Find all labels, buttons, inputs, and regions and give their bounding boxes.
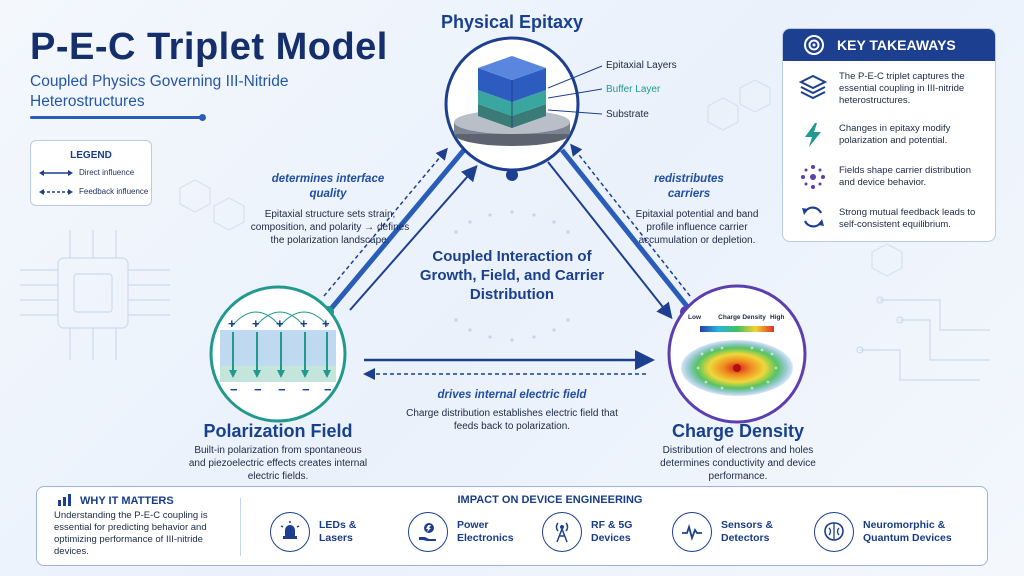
takeaway-3: Fields shape carrier distribution and de… [839,165,972,188]
epitaxy-circle [444,36,580,172]
edge-right-feedback [570,143,691,297]
epitaxy-node-dot [506,169,518,181]
scale-high-label: High [770,314,785,321]
layer-label-epitaxial: Epitaxial Layers [606,60,677,71]
polarization-circle: +++++ −−−−− [209,285,347,423]
legend-feedback-label: Feedback influence [79,187,149,196]
edge-epitaxy-charge [560,148,692,312]
bar-chart-icon [58,494,71,506]
center-caption: Coupled Interaction of Growth, Field, an… [419,248,605,303]
page-subtitle: Coupled Physics Governing III-Nitride He… [30,73,289,110]
right-edge-label: redistributes carriers [654,173,724,200]
antenna-icon [542,512,582,552]
sensor-icon [672,512,712,552]
takeaway-4: Strong mutual feedback leads to self-con… [839,207,976,230]
svg-text:−: − [230,382,238,397]
bottom-edge-label: drives internal electric field [437,389,587,401]
takeaway-1: The P-E-C triplet captures the essential… [839,71,965,106]
epitaxy-title: Physical Epitaxy [440,12,584,32]
takeaway-2: Changes in epitaxy modify polarization a… [839,123,951,146]
impact-item-rf: RF & 5G Devices [542,508,651,556]
power-hand-icon [408,512,448,552]
impact-label-power: Power Electronics [457,519,514,544]
legend-feedback: Feedback influence [39,187,148,196]
svg-text:+: + [252,316,260,331]
edge-left-feedback [323,147,448,297]
lightning-icon [805,123,821,147]
legend-direct: Direct influence [39,168,134,177]
impact-label-sensors: Sensors & Detectors [721,519,773,544]
impact-label-rf: RF & 5G Devices [591,519,633,544]
layers-icon [799,74,827,100]
svg-text:+: + [322,316,330,331]
charge-desc: Distribution of electrons and holes dete… [660,445,816,482]
svg-text:+: + [300,316,308,331]
solid-double-arrow-icon [39,169,73,176]
impact-label-leds: LEDs & Lasers [319,519,357,544]
bottom-edge-desc: Charge distribution establishes electric… [406,408,618,432]
legend: LEGEND Direct influence Feedback influen… [30,140,152,206]
polarization-desc: Built-in polarization from spontaneous a… [188,445,368,482]
polarization-title: Polarization Field [203,421,353,441]
left-edge-label: determines interface quality [271,173,385,200]
svg-text:−: − [324,382,332,397]
layer-label-buffer: Buffer Layer [606,84,661,95]
title-underline-dot [199,114,206,121]
svg-text:+: + [276,316,284,331]
layer-leaders [548,65,603,115]
why-it-matters-title: WHY IT MATTERS [80,495,174,507]
impact-item-leds: LEDs & Lasers [270,508,369,556]
svg-text:−: − [278,382,286,397]
target-icon [804,35,824,55]
impact-item-sensors: Sensors & Detectors [672,508,791,556]
charge-circle [667,284,807,424]
svg-text:−: − [302,382,310,397]
charge-title: Charge Density [671,421,805,441]
cycle-icon [802,206,824,228]
edge-left-return [349,164,478,311]
scale-mid-label: Charge Density [718,314,766,321]
scale-low-label: Low [688,314,701,321]
page-title: P-E-C Triplet Model [30,26,388,68]
dots-icon [801,165,825,189]
led-icon [270,512,310,552]
legend-direct-label: Direct influence [79,168,135,177]
key-takeaways-panel: KEY TAKEAWAYS The P-E-C triplet captures… [782,28,996,242]
impact-label-neuromorphic: Neuromorphic & Quantum Devices [863,519,952,544]
dashed-double-arrow-icon [39,188,73,195]
left-edge-desc: Epitaxial structure sets strain, composi… [250,209,410,246]
brain-icon [814,512,854,552]
legend-title: LEGEND [70,150,112,161]
bottom-divider [240,498,241,556]
title-underline [30,116,202,119]
layer-label-substrate: Substrate [606,109,649,120]
svg-text:−: − [254,382,262,397]
impact-title: IMPACT ON DEVICE ENGINEERING [457,494,643,506]
why-it-matters-text: Understanding the P-E-C coupling is esse… [54,510,208,557]
svg-text:+: + [228,316,236,331]
impact-item-power: Power Electronics [408,508,527,556]
edge-right-forward [547,161,673,320]
impact-item-neuromorphic: Neuromorphic & Quantum Devices [814,508,973,556]
edge-epitaxy-polarization [328,148,466,312]
right-edge-desc: Epitaxial potential and band profile inf… [635,209,759,246]
